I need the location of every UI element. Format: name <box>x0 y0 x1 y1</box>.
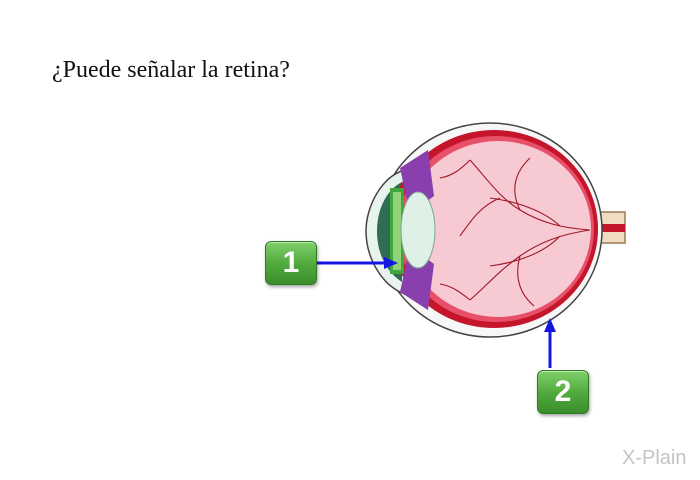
iris-detail <box>393 192 401 270</box>
vitreous-body <box>405 141 591 317</box>
question-text: ¿Puede señalar la retina? <box>52 57 290 83</box>
answer-button-2[interactable]: 2 <box>537 370 589 414</box>
answer-button-1[interactable]: 1 <box>265 241 317 285</box>
retinal-vessels <box>439 157 591 307</box>
pointer-arrow-1 <box>316 257 398 269</box>
lens <box>400 191 436 269</box>
xplain-logo: X-Plain <box>622 447 687 469</box>
pointer-arrow-2 <box>544 318 556 368</box>
